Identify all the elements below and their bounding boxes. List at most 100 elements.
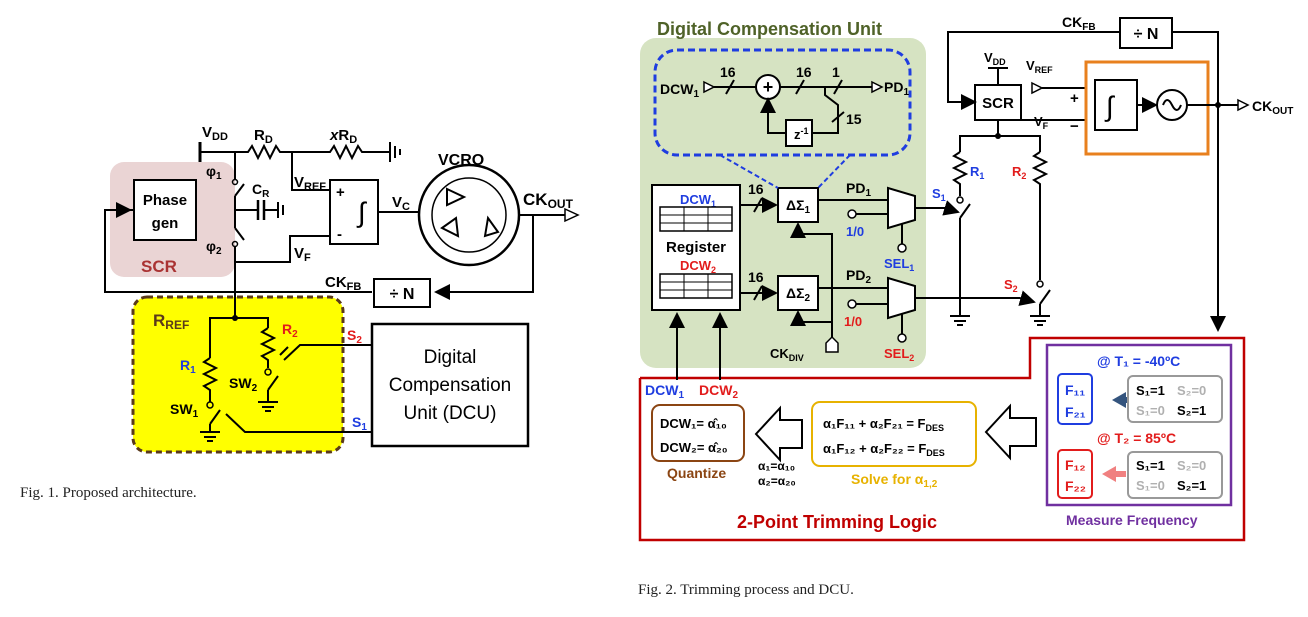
phi2-switch — [234, 227, 245, 241]
cr-label: CR — [252, 181, 270, 200]
ckout-port-icon-2 — [1237, 98, 1250, 112]
solve-eq1: α₁F₁₁ + α₂F₂₁ = FDES — [823, 416, 944, 433]
sw-c2: S₂=0 — [1177, 458, 1206, 473]
delta-sigma-2 — [777, 275, 819, 311]
phi1-switch-contact — [231, 178, 239, 186]
f11-label: F₁₁ — [1065, 382, 1085, 398]
quantize-box — [651, 404, 745, 462]
sel2-label: SEL2 — [884, 346, 914, 363]
sw-a2: S₂=0 — [1177, 383, 1206, 398]
ds2-label: ΔΣ2 — [786, 285, 810, 304]
arrow-left-icon — [1112, 392, 1136, 408]
r1-label-2: R1 — [970, 164, 984, 181]
s1-label: S1 — [932, 186, 946, 203]
f12-label: F₁₂ — [1065, 457, 1086, 473]
dcu-label-2: Compensation — [389, 375, 512, 396]
phase-gen-label-2: gen — [152, 215, 179, 232]
fig2: Digital Compensation Unit DCW1 16 + 16 1… — [638, 14, 1293, 598]
measure-label: Measure Frequency — [1066, 512, 1198, 528]
sw-a1: S₁=1 — [1136, 383, 1165, 398]
dcu-title: Digital Compensation Unit — [657, 19, 882, 39]
ground-icon — [258, 401, 278, 412]
s1-switch-2 — [959, 203, 971, 219]
alpha-eq2: α₂=α₂₀ — [758, 474, 796, 488]
ckout-label-2: CKOUT — [1252, 98, 1293, 117]
zinv-label: z-1 — [794, 126, 809, 142]
accumulator-zoom — [653, 48, 912, 157]
vc-label: VC — [392, 194, 410, 213]
vdd-label: VDD — [202, 124, 228, 143]
reg-grid-2 — [659, 273, 733, 299]
r2-resistor — [259, 327, 277, 368]
sw-b1: S₁=0 — [1136, 403, 1165, 418]
plus-label: + — [1070, 90, 1079, 107]
register-label: Register — [666, 239, 726, 256]
sw1-switch — [209, 409, 221, 425]
dcu-block — [370, 322, 530, 448]
f2-box — [1057, 449, 1093, 499]
q-eq1: DCW₁= α̂₁₀ — [660, 416, 727, 431]
dcu-label-3: Unit (DCU) — [404, 403, 497, 424]
acc-pd1: PD1 — [884, 79, 909, 98]
vf-wire — [235, 235, 330, 263]
s2-switch-2 — [1039, 289, 1051, 305]
sw-d1: S₁=0 — [1136, 478, 1165, 493]
q-eq2: DCW₂= α̂₂₀ — [660, 440, 728, 455]
vf-label: VF — [294, 245, 311, 264]
scr-label: SCR — [141, 257, 177, 276]
inverter-icon — [440, 216, 460, 238]
integral-icon: ∫ — [356, 197, 368, 228]
phi1-switch — [234, 183, 245, 197]
rref-label: RREF — [153, 311, 189, 332]
vdd-label-2: VDD — [984, 50, 1006, 67]
bits-16c: 16 — [748, 181, 764, 197]
trimming-logic-box — [638, 336, 1246, 542]
inverter-icon — [446, 187, 467, 207]
vref-label: VREF — [294, 174, 326, 193]
f22-label: F₂₂ — [1065, 478, 1086, 494]
sel1-label: SEL1 — [884, 256, 914, 273]
sw-b2: S₂=1 — [1177, 403, 1206, 418]
ckdiv-label: CKDIV — [770, 346, 804, 363]
ground-icon — [389, 142, 401, 162]
sw2-switch — [267, 375, 279, 391]
ckfb-label: CKFB — [325, 274, 361, 293]
scr-label-2: SCR — [982, 95, 1014, 112]
inverter-icon — [483, 215, 500, 238]
reg-dcw2: DCW2 — [680, 258, 716, 275]
rref-region — [131, 295, 345, 454]
t2-label: @ T₂ = 85ºC — [1097, 430, 1176, 446]
phase-gen-label-1: Phase — [143, 192, 187, 209]
bits-1: 1 — [832, 64, 840, 80]
switch-state-box-1 — [1127, 375, 1223, 423]
phi2-label: φ2 — [206, 238, 222, 257]
vref-wire — [291, 152, 330, 191]
rd-label: RD — [254, 127, 273, 146]
big-arrow-icon — [984, 403, 1037, 461]
fig1: SCR RREF Phase gen VDD RD xRD VREF φ1 — [20, 124, 580, 501]
sw-c1: S₁=1 — [1136, 458, 1165, 473]
big-arrow-icon — [754, 405, 803, 463]
dcw1-out-label: DCW1 — [645, 382, 684, 401]
ckout-label: CKOUT — [523, 190, 574, 211]
register-block — [651, 184, 741, 311]
ground-icon — [200, 431, 220, 442]
r1-resistor-2 — [951, 151, 969, 196]
fig2-caption: Fig. 2. Trimming process and DCU. — [638, 582, 854, 598]
xrd-label: xRD — [329, 127, 357, 146]
vcro-ring — [417, 163, 521, 267]
trimming-label: 2-Point Trimming Logic — [737, 512, 937, 532]
onezero-1: 1/0 — [846, 224, 864, 239]
alpha-eq1: α₁=α₁₀ — [758, 459, 795, 473]
s2-label: S2 — [347, 327, 362, 346]
onezero-2: 1/0 — [844, 314, 862, 329]
r1-resistor — [201, 357, 219, 402]
solve-box — [811, 401, 977, 467]
t1-label: @ T₁ = -40ºC — [1097, 353, 1180, 369]
s2-label: S2 — [1004, 277, 1018, 294]
bits-16d: 16 — [748, 269, 764, 285]
integ-plus: + — [336, 184, 345, 201]
solve-for-label: Solve for α1,2 — [851, 471, 938, 490]
ground-icon — [1030, 315, 1050, 326]
